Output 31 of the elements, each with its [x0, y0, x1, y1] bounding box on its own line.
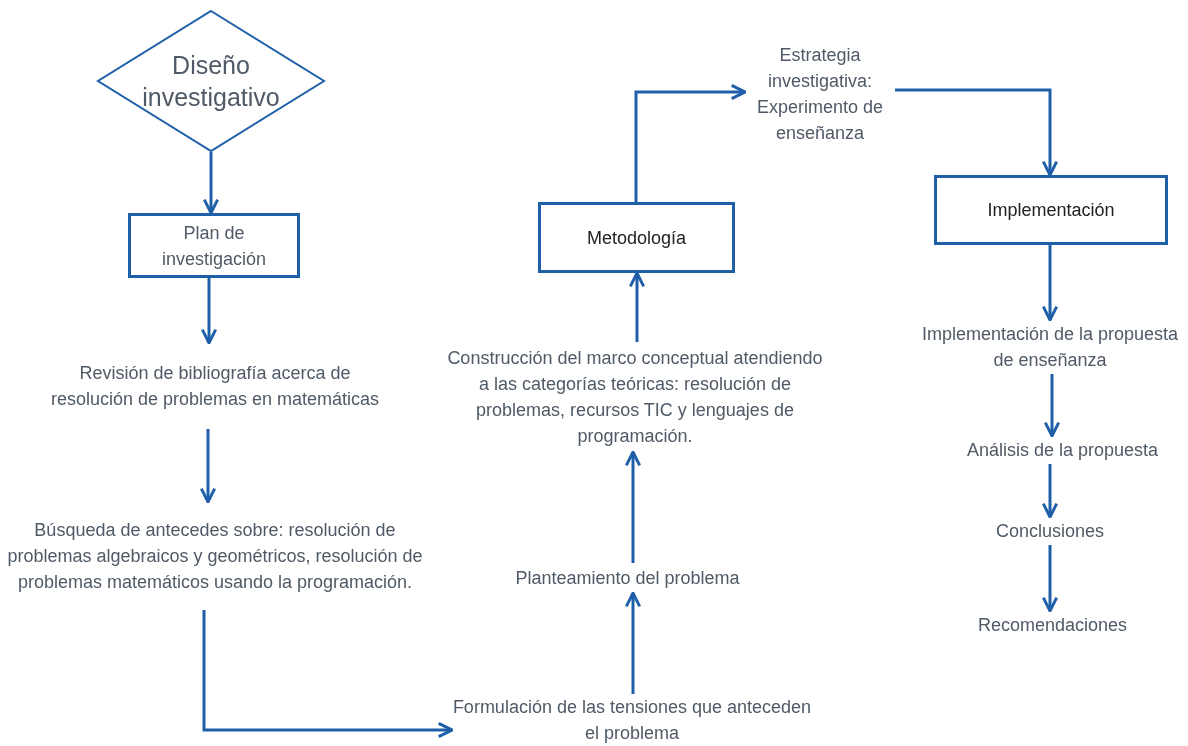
step-text: Búsqueda de antecedes sobre: resolución de problemas algebraicos y geométricos, resolución de problemas matemáticos usando la programación.	[6, 519, 424, 594]
step-text: Formulación de las tensiones que anteceden el problema	[452, 696, 812, 745]
node-label: Diseño investigativo	[141, 50, 281, 113]
decision-diamond	[97, 10, 325, 152]
arrow	[1041, 464, 1059, 519]
arrow	[628, 271, 646, 342]
node-label: Metodología	[586, 226, 687, 250]
node-label: Implementación	[987, 199, 1115, 222]
arrow	[624, 450, 642, 563]
arrow	[200, 278, 218, 345]
step-text: Revisión de bibliografía acerca de resolución de problemas en matemáticas	[50, 362, 380, 411]
arrow	[624, 591, 642, 694]
step-text: Recomendaciones	[977, 614, 1128, 637]
arrow	[1041, 245, 1059, 322]
arrow	[202, 152, 220, 215]
node-label: Plan de investigación	[160, 221, 268, 271]
step-text: Conclusiones	[995, 520, 1105, 543]
arrow	[895, 88, 1059, 177]
step-text: Construcción del marco conceptual atendiendo a las categorías teóricas: resolución de problemas, recursos TIC y lenguajes de programación.	[446, 347, 824, 448]
arrow	[634, 83, 747, 202]
step-text: Implementación de la propuesta de enseñanza	[920, 323, 1180, 372]
arrow	[1041, 545, 1059, 613]
arrow	[199, 429, 217, 504]
arrow	[202, 610, 454, 739]
step-text: Planteamiento del problema	[515, 567, 740, 590]
step-text: Estrategia investigativa: Experimento de enseñanza	[755, 44, 885, 145]
process-box	[934, 175, 1168, 245]
arrow	[1043, 374, 1061, 438]
process-box	[538, 202, 735, 273]
step-text: Análisis de la propuesta	[966, 439, 1159, 462]
process-box	[128, 213, 300, 278]
